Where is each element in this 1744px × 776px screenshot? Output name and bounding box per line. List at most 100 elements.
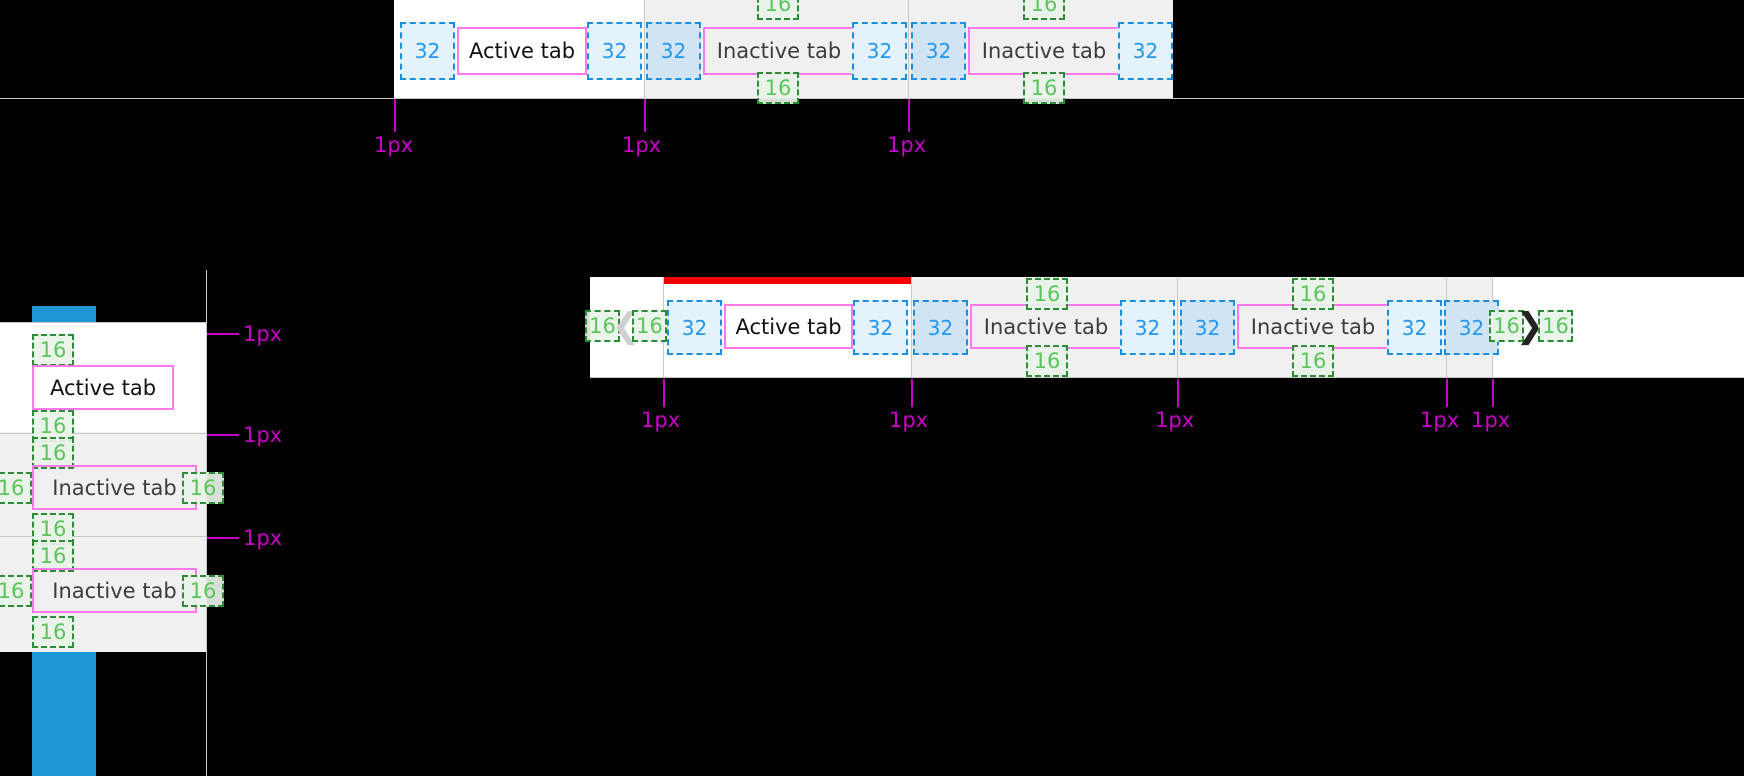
top-measure-label-3: 1px [887,133,927,157]
space-value: 16 [0,475,25,500]
tab-label: Active tab [49,375,157,400]
top-tab2-text-box: Inactive tab [703,27,855,75]
right-tab3-pad-right: 32 [1387,300,1442,355]
space-value: 16 [39,619,67,644]
left-tab2-space-left: 16 [0,472,32,504]
top-space-tab3-bottom: 16 [1023,72,1065,104]
top-tab2-pad-left: 32 [646,22,701,80]
top-space-tab3-top: 16 [1023,0,1065,20]
left-tab3-space-bottom: 16 [32,616,74,648]
left-tab3-space-right: 16 [182,575,224,607]
left-panel-right-border [206,270,207,776]
right-measure-label-2: 1px [889,408,929,432]
left-tab2-text-box: Inactive tab [32,465,197,510]
left-tab2-space-bottom: 16 [32,513,74,545]
space-value: 16 [1030,75,1058,100]
left-active-space-top: 16 [32,334,74,366]
right-tab3-text-box: Inactive tab [1237,304,1389,349]
top-tab3-pad-right: 32 [1118,22,1173,80]
right-space-tab3-top: 16 [1292,278,1334,310]
right-active-text-box: Active tab [724,304,853,349]
left-measure-label-1: 1px [243,322,283,346]
top-space-tab2-top: 16 [757,0,799,20]
space-value: 16 [1033,348,1061,373]
tab-label: Inactive tab [716,39,842,63]
space-value: 16 [1299,348,1327,373]
right-chevron-left-gap-outer: 16 [585,310,620,342]
top-measure-tick-3 [908,99,910,132]
left-measure-label-2: 1px [243,423,283,447]
top-tab3-pad-left: 32 [911,22,966,80]
space-value: 16 [189,578,217,603]
left-tab3-space-top: 16 [32,540,74,572]
top-active-text-box: Active tab [457,27,587,75]
tab-label: Inactive tab [52,475,177,500]
right-measure-label-4: 1px [1420,408,1460,432]
left-tab3-space-left: 16 [0,575,32,607]
left-tab2-space-top: 16 [32,437,74,469]
pad-value: 32 [1134,315,1161,340]
active-indicator-bar [663,277,912,284]
space-value: 16 [1493,313,1520,338]
tab-label: Inactive tab [981,39,1107,63]
pad-value: 32 [1194,315,1221,340]
space-value: 16 [39,413,67,438]
left-divider-2 [0,536,207,537]
left-active-space-bottom: 16 [32,410,74,442]
pad-value: 32 [867,315,894,340]
left-active-text-box: Active tab [32,365,174,410]
right-scroll-right-area[interactable] [1493,277,1744,378]
left-measure-tick-2 [207,434,239,436]
left-tab2-space-right: 16 [182,472,224,504]
right-divider-3 [1177,277,1178,378]
top-tab3-text-box: Inactive tab [968,27,1120,75]
right-divider-2 [911,277,912,378]
pad-value: 32 [660,39,687,63]
top-active-pad-right: 32 [587,22,642,80]
right-chevron-left-gap-inner: 16 [632,310,667,342]
space-value: 16 [636,313,663,338]
right-active-pad-right: 32 [853,300,908,355]
right-chevron-right-gap-inner: 16 [1489,310,1524,342]
left-selection-handle-bottom[interactable] [32,648,96,776]
left-measure-tick-1 [207,333,239,335]
right-tab2-pad-left: 32 [913,300,968,355]
right-space-tab2-bottom: 16 [1026,345,1068,377]
space-value: 16 [764,0,792,16]
top-space-tab2-bottom: 16 [757,72,799,104]
space-value: 16 [39,516,67,541]
left-measure-label-3: 1px [243,526,283,550]
space-value: 16 [764,75,792,100]
left-tab3-text-box: Inactive tab [32,568,197,613]
right-tab2-text-box: Inactive tab [970,304,1122,349]
top-active-pad-left: 32 [400,22,455,80]
tab-label: Active tab [468,39,576,63]
pad-value: 32 [1458,315,1485,340]
right-measure-label-5: 1px [1471,408,1511,432]
pad-value: 32 [925,39,952,63]
right-tabbar-bottom-border [590,377,1744,378]
right-space-tab3-bottom: 16 [1292,345,1334,377]
space-value: 16 [0,578,25,603]
top-tabbar-bottom-border [0,98,1744,99]
right-measure-tick-3 [1177,379,1179,407]
right-measure-tick-2 [911,379,913,407]
space-value: 16 [1033,281,1061,306]
pad-value: 32 [414,39,441,63]
right-measure-label-1: 1px [641,408,681,432]
right-measure-tick-1 [663,379,665,407]
top-measure-label-2: 1px [622,133,662,157]
space-value: 16 [1030,0,1058,16]
tab-label: Inactive tab [52,578,177,603]
right-measure-label-3: 1px [1155,408,1195,432]
top-measure-tick-2 [644,99,646,132]
right-tab2-pad-right: 32 [1120,300,1175,355]
right-active-pad-left: 32 [667,300,722,355]
tab-label: Inactive tab [1250,314,1376,339]
space-value: 16 [1542,313,1569,338]
space-value: 16 [39,543,67,568]
space-value: 16 [1299,281,1327,306]
space-value: 16 [39,440,67,465]
tab-label: Inactive tab [983,314,1109,339]
